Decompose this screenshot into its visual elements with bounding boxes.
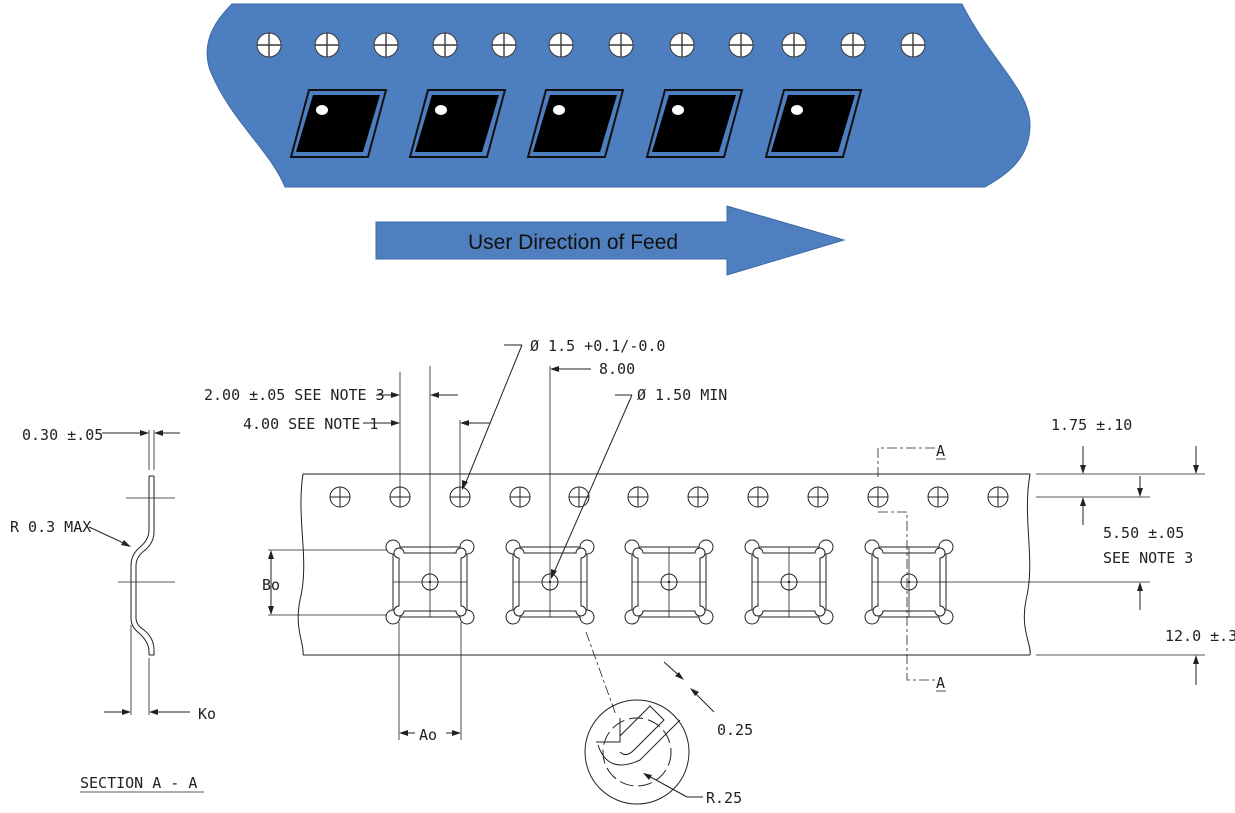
pocket-hole-dia-label: Ø 1.50 MIN [637,386,727,404]
crosshair-circle-icon [900,32,926,58]
right-arrow-icon [375,205,846,276]
sprocket-hole [568,486,590,508]
sprocket-hole-dia-label: Ø 1.5 +0.1/-0.0 [530,337,665,355]
ao-label: Ao [419,726,437,744]
sprocket-hole-row [329,486,1009,508]
sprocket-hole [687,486,709,508]
detail-circle-inner [602,717,672,787]
sprocket-hole-row [256,32,926,58]
pocket [385,539,475,625]
pocket [864,539,954,625]
detail-width-label: 0.25 [717,721,753,739]
detail-radius-label: R.25 [706,789,742,807]
component-pocket [289,89,388,158]
sprocket-hole [867,486,889,508]
crosshair-circle-icon [608,32,634,58]
sprocket-hole [627,486,649,508]
component-pocket-row [289,89,863,158]
sprocket-hole [987,486,1009,508]
crosshair-circle-icon [669,32,695,58]
tape-drawing: 1.75 ±.10 5.50 ±.05 SEE NOTE 3 12.0 ±.3 … [204,337,1235,807]
sprocket-hole [927,486,949,508]
component-pocket [764,89,863,158]
sprocket-hole [509,486,531,508]
section-title: SECTION A - A [80,774,197,792]
crosshair-circle-icon [432,32,458,58]
tape-profile-outer [130,476,150,655]
crosshair-circle-icon [256,32,282,58]
component-pocket [645,89,744,158]
component-pocket [408,89,507,158]
crosshair-circle-icon [840,32,866,58]
tape-left-break [297,473,305,656]
ko-label: Ko [198,705,216,723]
pin1-dot [435,105,447,115]
thickness-label: 0.30 ±.05 [22,426,103,444]
pocket-row [385,539,954,625]
pocket [624,539,714,625]
pin1-dot [672,105,684,115]
pin1-dot [791,105,803,115]
tape-width-label: 12.0 ±.3 [1165,627,1235,645]
sprocket-pitch-label: 4.00 SEE NOTE 1 [243,415,378,433]
tape-profile-inner [135,476,155,656]
note3-offset-label: 2.00 ±.05 SEE NOTE 3 [204,386,385,404]
crosshair-circle-icon [314,32,340,58]
blue-carrier-tape [206,3,1031,188]
bo-label: Bo [262,576,280,594]
hole-to-center-label-1: 5.50 ±.05 [1103,524,1184,542]
detail-circle-outer [584,699,690,805]
crosshair-circle-icon [373,32,399,58]
tape-right-break [1023,473,1031,656]
section-a-a-view: 0.30 ±.05 R 0.3 MAX Ko SECTION A - A [10,426,216,793]
pin1-dot [316,105,328,115]
sprocket-hole [329,486,351,508]
pin1-dot [553,105,565,115]
pocket [505,539,595,625]
crosshair-circle-icon [491,32,517,58]
sprocket-hole [807,486,829,508]
radius-max-label: R 0.3 MAX [10,518,91,536]
crosshair-circle-icon [781,32,807,58]
feed-direction-label: User Direction of Feed [468,231,678,254]
section-mark-bottom: A [936,674,945,692]
sprocket-hole [747,486,769,508]
component-pocket [526,89,625,158]
section-mark-top: A [936,442,945,460]
pocket [744,539,834,625]
pocket-pitch-label: 8.00 [599,360,635,378]
crosshair-circle-icon [548,32,574,58]
edge-to-hole-label: 1.75 ±.10 [1051,416,1132,434]
hole-to-center-label-2: SEE NOTE 3 [1103,549,1193,567]
feed-direction-arrow: User Direction of Feed [375,205,846,276]
crosshair-circle-icon [728,32,754,58]
